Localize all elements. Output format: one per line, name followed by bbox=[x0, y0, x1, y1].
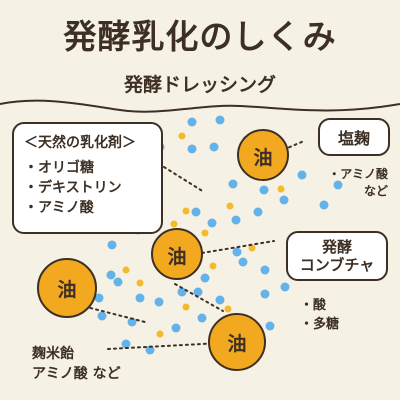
water-particle bbox=[113, 277, 123, 287]
emulsifier-item-oligo: ・オリゴ糖 bbox=[24, 160, 94, 176]
kombucha-note: ・酸 ・多糖 bbox=[300, 296, 339, 334]
shiokoji-box: 塩麹 bbox=[318, 118, 390, 156]
koji-ame-line1: 麹米飴 bbox=[32, 346, 74, 362]
water-particle bbox=[191, 207, 201, 217]
water-particle bbox=[193, 287, 203, 297]
shiokoji-note-line2: など bbox=[363, 184, 388, 198]
water-particle bbox=[177, 287, 187, 297]
oil-label-middle: 油 bbox=[167, 246, 187, 268]
header-area: 発酵乳化のしくみ 発酵ドレッシング bbox=[0, 0, 400, 108]
water-particle bbox=[215, 115, 225, 125]
water-particle bbox=[215, 295, 225, 305]
water-particle bbox=[121, 339, 131, 349]
water-particle bbox=[171, 323, 181, 333]
connector-emulsifier-to-oil bbox=[163, 166, 205, 193]
water-particle bbox=[228, 179, 238, 189]
oil-label-bottom: 油 bbox=[227, 333, 247, 355]
connector-oil-to-shiokoji bbox=[277, 140, 305, 153]
water-particle bbox=[260, 289, 270, 299]
water-particle bbox=[187, 144, 197, 154]
emulsifier-particle bbox=[209, 262, 217, 270]
wavy-line bbox=[0, 99, 400, 113]
emulsifier-particle bbox=[170, 220, 178, 228]
shiokoji-title: 塩麹 bbox=[337, 129, 370, 148]
water-particle bbox=[319, 200, 329, 210]
emulsifier-item-amino: ・アミノ酸 bbox=[24, 200, 94, 216]
water-particle bbox=[232, 247, 242, 257]
water-particle bbox=[197, 313, 207, 323]
water-particle bbox=[207, 218, 217, 228]
emulsifier-particle bbox=[224, 305, 232, 313]
yellow-dots-group bbox=[122, 132, 285, 338]
kombucha-note-line1: ・酸 bbox=[300, 298, 327, 313]
natural-emulsifier-box: ＜天然の乳化剤＞ ・オリゴ糖 ・デキストリン ・アミノ酸 bbox=[12, 122, 163, 234]
connector-oil-to-kombucha bbox=[201, 240, 275, 254]
emulsifier-particle bbox=[201, 229, 209, 237]
water-particle bbox=[127, 317, 137, 327]
water-particle bbox=[107, 240, 117, 250]
water-particle bbox=[154, 297, 164, 307]
oil-droplet-top bbox=[237, 129, 289, 181]
kombucha-note-line2: ・多糖 bbox=[300, 317, 340, 332]
water-particle bbox=[253, 207, 263, 217]
natural-emulsifier-title: ＜天然の乳化剤＞ bbox=[24, 135, 136, 151]
water-particle bbox=[200, 273, 210, 283]
emulsifier-particle bbox=[182, 303, 190, 311]
water-particle bbox=[238, 257, 248, 267]
emulsifier-particle bbox=[178, 132, 186, 140]
shiokoji-note: ・アミノ酸 など bbox=[310, 166, 388, 200]
water-particle bbox=[97, 311, 107, 321]
water-particle bbox=[145, 345, 155, 355]
water-particle bbox=[265, 321, 275, 331]
oil-label-left: 油 bbox=[57, 279, 77, 301]
water-particle bbox=[209, 142, 219, 152]
water-particle bbox=[135, 293, 145, 303]
emulsifier-particle bbox=[122, 266, 130, 274]
water-particle bbox=[333, 180, 343, 190]
shiokoji-note-line1: ・アミノ酸 bbox=[328, 167, 388, 181]
water-particle bbox=[231, 215, 241, 225]
emulsifier-particle bbox=[248, 244, 256, 252]
page-subtitle: 発酵ドレッシング bbox=[123, 74, 276, 96]
kombucha-title-line2: コンブチャ bbox=[299, 256, 375, 274]
kombucha-title-line1: 発酵 bbox=[321, 238, 352, 256]
water-particle bbox=[297, 170, 307, 180]
emulsifier-particle bbox=[156, 330, 164, 338]
oil-label-top: 油 bbox=[253, 147, 273, 169]
emulsifier-particle bbox=[226, 202, 234, 210]
oil-droplet-middle bbox=[151, 228, 203, 280]
emulsifier-particle bbox=[277, 185, 285, 193]
kombucha-box: 発酵 コンブチャ bbox=[286, 231, 388, 281]
koji-ame-text: 麹米飴 アミノ酸 など bbox=[32, 344, 121, 384]
water-particle bbox=[106, 270, 116, 280]
water-particle bbox=[260, 265, 270, 275]
water-particle bbox=[280, 282, 290, 292]
emulsifier-particle bbox=[136, 279, 144, 287]
water-particle bbox=[187, 117, 197, 127]
water-particle bbox=[94, 293, 104, 303]
water-particle bbox=[259, 185, 269, 195]
oil-droplet-left bbox=[37, 258, 97, 318]
page-title: 発酵乳化のしくみ bbox=[63, 17, 337, 56]
oil-droplet-bottom bbox=[208, 313, 266, 371]
emulsifier-item-dextrin: ・デキストリン bbox=[24, 180, 122, 196]
connector-kojiame-to-oil bbox=[107, 342, 222, 350]
water-particle bbox=[279, 195, 289, 205]
emulsifier-particle bbox=[182, 207, 190, 215]
koji-ame-line2: アミノ酸 など bbox=[32, 366, 121, 382]
